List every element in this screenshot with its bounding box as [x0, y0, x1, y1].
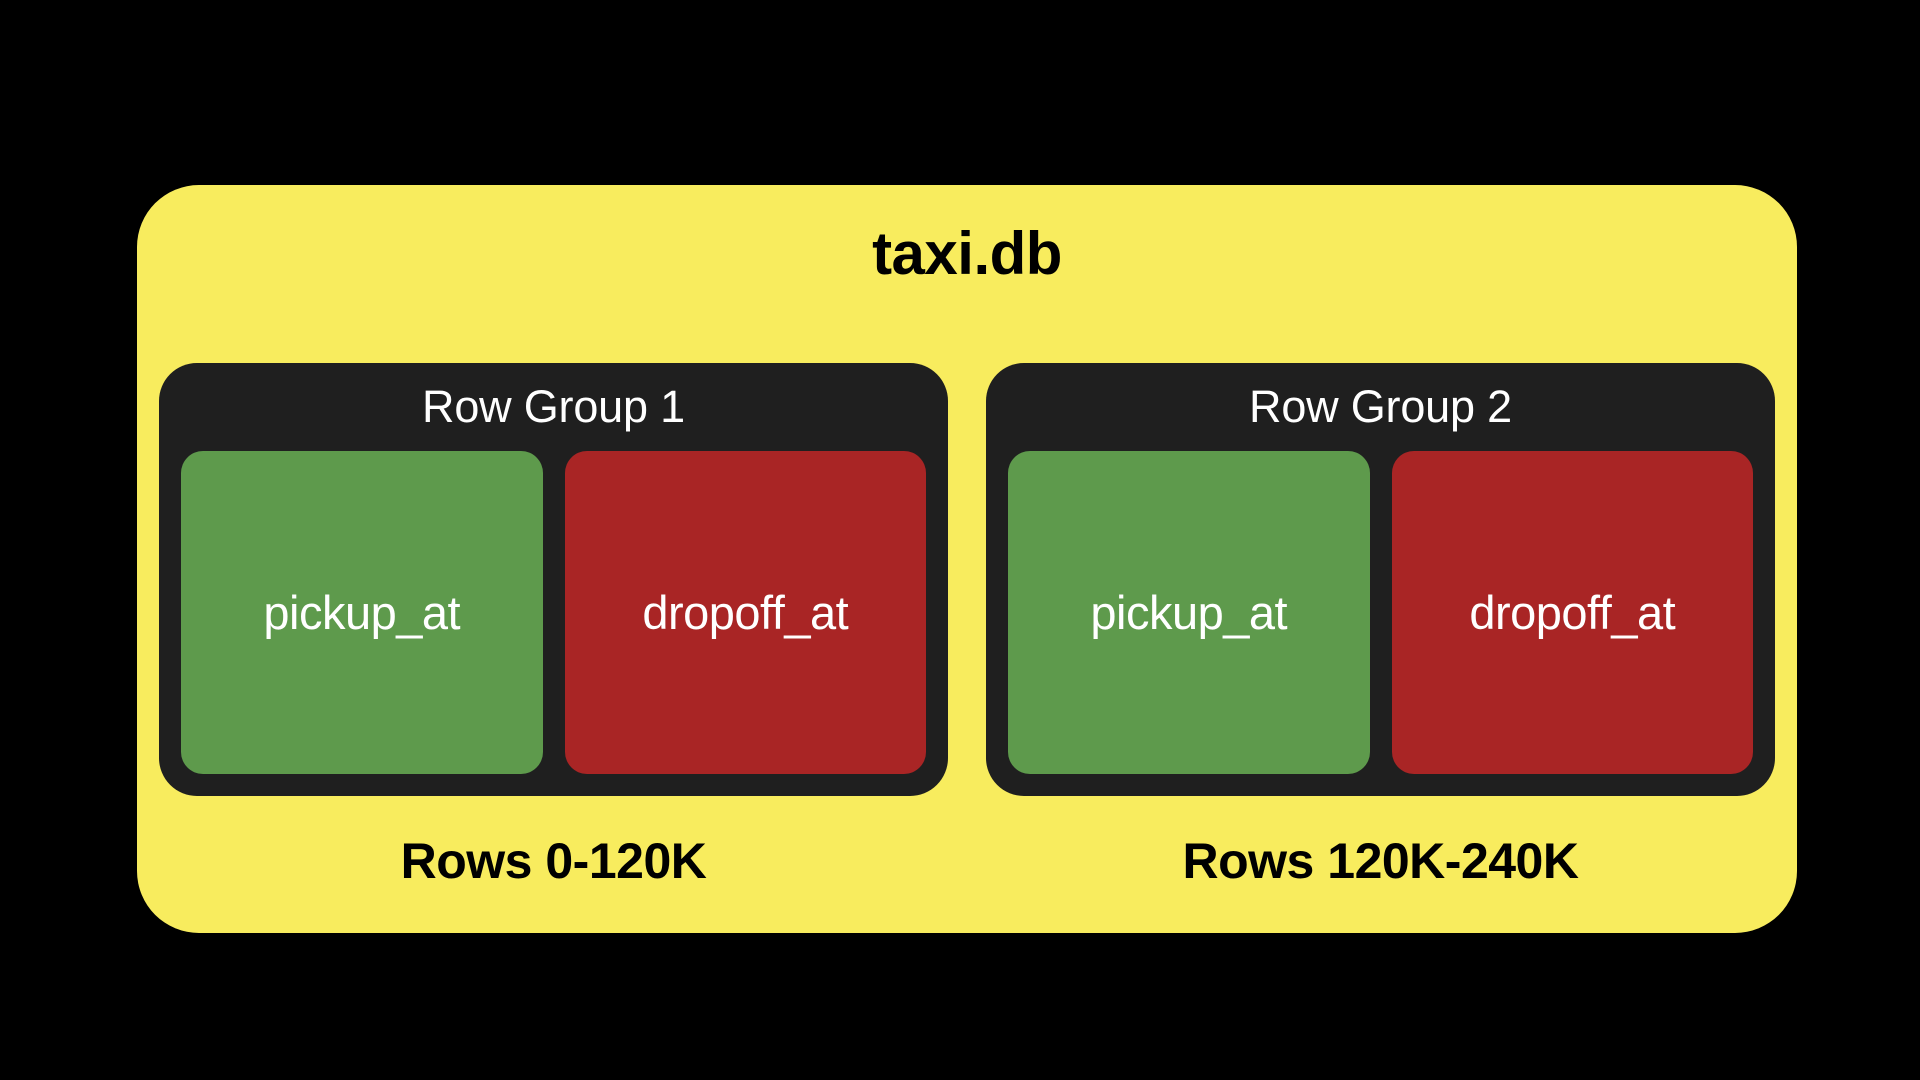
database-title: taxi.db — [872, 220, 1062, 287]
row-group-2-columns: pickup_at dropoff_at — [1008, 451, 1753, 774]
row-group-1: Row Group 1 pickup_at dropoff_at Rows 0-… — [159, 363, 948, 903]
row-group-2-header: Row Group 2 — [1249, 381, 1512, 432]
row-group-1-footer: Rows 0-120K — [400, 833, 707, 889]
row-group-2-box: Row Group 2 pickup_at dropoff_at — [986, 363, 1775, 796]
column-chunk-pickup-at-rg2: pickup_at — [1008, 451, 1370, 774]
row-group-1-box: Row Group 1 pickup_at dropoff_at — [159, 363, 948, 796]
column-chunk-dropoff-at-rg2: dropoff_at — [1391, 451, 1753, 774]
row-group-2: Row Group 2 pickup_at dropoff_at Rows 12… — [986, 363, 1775, 903]
row-group-1-columns: pickup_at dropoff_at — [181, 451, 926, 774]
row-group-1-header: Row Group 1 — [422, 381, 685, 432]
column-chunk-pickup-at-rg1: pickup_at — [181, 451, 543, 774]
row-group-2-footer: Rows 120K-240K — [1182, 833, 1579, 889]
column-chunk-dropoff-at-rg1: dropoff_at — [564, 451, 926, 774]
database-card: taxi.db Row Group 1 pickup_at dropoff_at… — [137, 185, 1797, 933]
row-group-list: Row Group 1 pickup_at dropoff_at Rows 0-… — [159, 363, 1775, 903]
